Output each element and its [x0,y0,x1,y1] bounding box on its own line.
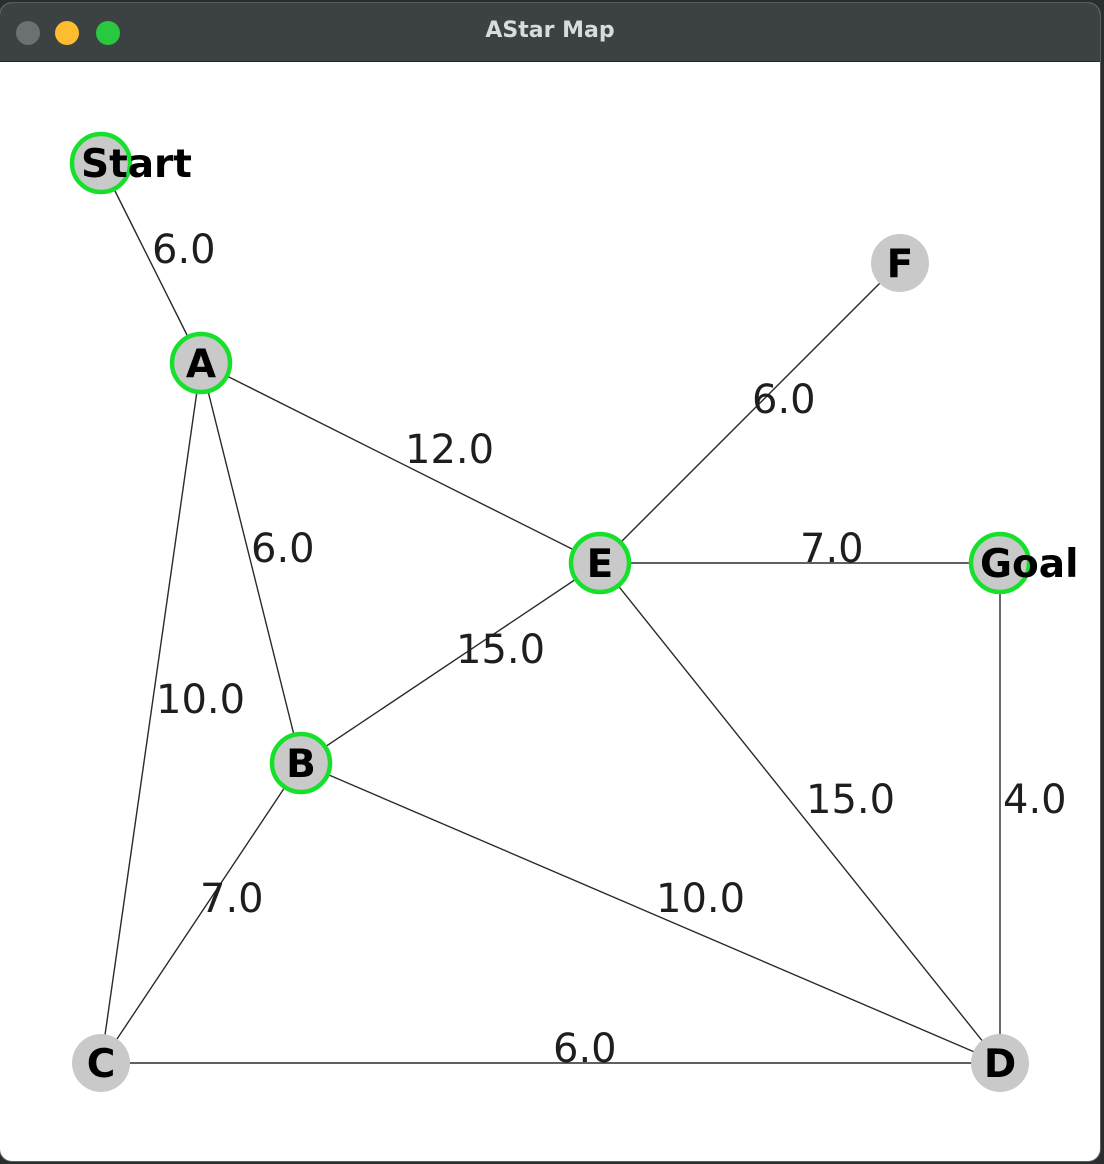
node-label-a: A [186,342,216,387]
edge-e-d [599,562,1001,1064]
edge-b-d [300,762,1001,1064]
node-label-start: Start [81,142,192,187]
graph-canvas: 6.0 12.0 6.0 10.0 6.0 7.0 15.0 15.0 4.0 7.0 10.0 6.… [69,131,1079,1092]
node-circle-f [871,234,929,292]
edge-weight-a-e: 12.0 [405,427,494,473]
node-circle-b [269,731,333,795]
title-bar[interactable]: AStar Map [0,3,1100,62]
edge-a-c [100,362,202,1064]
edge-weight-b-c: 7.0 [200,876,264,922]
node-label-c: C [87,1042,116,1087]
edge-a-e [200,362,601,564]
maximize-window-button[interactable] [96,21,120,45]
edge-weight-goal-d: 4.0 [1003,777,1067,823]
node-circle-start [69,131,133,195]
node-label-d: D [984,1042,1016,1087]
edge-weight-b-d: 10.0 [656,876,745,922]
node-circle-d [971,1034,1029,1092]
edge-b-e [300,562,601,764]
node-label-f: F [887,242,914,287]
edge-weights-layer: 6.0 12.0 6.0 10.0 6.0 7.0 15.0 15.0 4.0 7.0 10.0 6.… [152,227,1067,1072]
edge-weight-start-a: 6.0 [152,227,216,273]
node-f: F [871,234,929,292]
edge-weight-e-d: 15.0 [806,777,895,823]
edge-weight-c-d: 6.0 [553,1026,617,1072]
node-label-goal: Goal [980,542,1079,587]
node-b: B [269,731,333,795]
node-circle-e [568,531,632,595]
edge-a-b [200,362,302,764]
edge-weight-e-goal: 7.0 [800,526,864,572]
node-label-e: E [587,542,614,587]
edge-weight-a-c: 10.0 [156,677,245,723]
app-window: AStar Map 6.0 12.0 6.0 10.0 6.0 7.0 15.0 15.0 4.… [0,3,1100,1161]
edge-b-c [100,762,302,1064]
node-circle-a [169,331,233,395]
node-goal: Goal [968,531,1079,595]
node-start: Start [69,131,192,195]
edges-layer [100,162,1001,1064]
node-a: A [169,331,233,395]
node-circle-goal [968,531,1032,595]
node-label-b: B [286,742,316,787]
minimize-window-button[interactable] [55,21,79,45]
edge-weight-b-e: 15.0 [456,627,545,673]
node-e: E [568,531,632,595]
close-window-button[interactable] [16,21,40,45]
node-c: C [72,1034,130,1092]
window-title: AStar Map [485,18,615,43]
edge-weight-e-f: 6.0 [752,377,816,423]
node-circle-c [72,1034,130,1092]
edge-e-f [599,262,901,564]
node-d: D [971,1034,1029,1092]
edge-weight-a-b: 6.0 [251,526,315,572]
edge-start-a [100,162,202,364]
